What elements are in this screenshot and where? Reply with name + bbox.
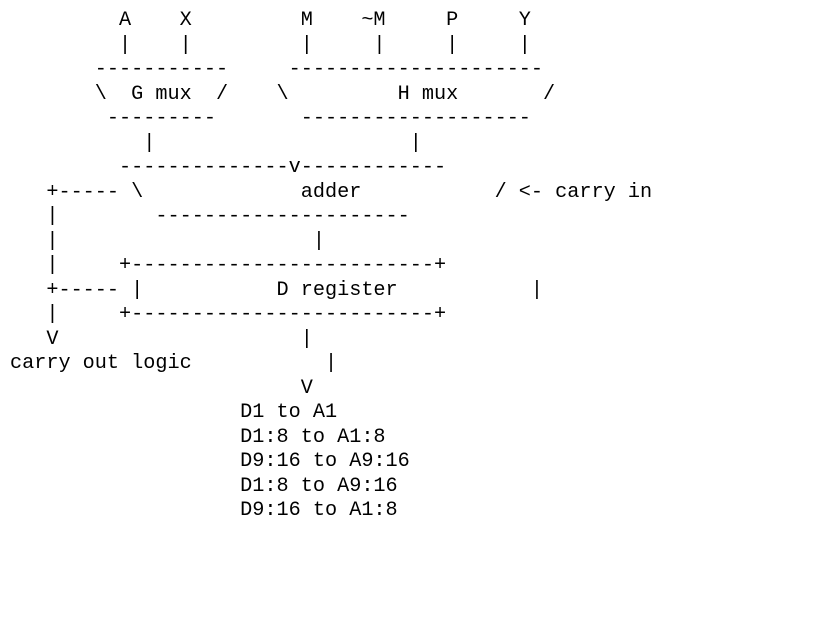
mux-bottom-edges-row: --------- ------------------- bbox=[10, 107, 531, 130]
output-option-2: D1:8 to A1:8 bbox=[10, 425, 386, 449]
mux-output-wires-row: | | bbox=[10, 131, 422, 155]
adder-label-row: +----- \ adder / <- carry in bbox=[10, 180, 653, 204]
register-bottom-edge-row: | +-------------------------+ bbox=[10, 303, 447, 326]
output-option-3: D9:16 to A9:16 bbox=[10, 450, 410, 473]
output-option-1: D1 to A1 bbox=[10, 401, 338, 424]
carry-out-label-row: carry out logic | bbox=[10, 352, 338, 375]
output-arrow-row: V bbox=[10, 376, 313, 400]
adder-bottom-edge-row: | --------------------- bbox=[10, 205, 410, 228]
mux-top-edges-row: ----------- --------------------- bbox=[10, 58, 544, 81]
output-option-4: D1:8 to A9:16 bbox=[10, 474, 398, 498]
carry-arrow-row: V | bbox=[10, 327, 313, 351]
adder-top-edge-row: --------------v------------ bbox=[10, 156, 447, 179]
output-option-5: D9:16 to A1:8 bbox=[10, 499, 398, 522]
mux-labels-row: \ G mux / \ H mux / bbox=[10, 82, 556, 106]
register-label-row: +----- | D register | bbox=[10, 278, 544, 302]
register-top-edge-row: | +-------------------------+ bbox=[10, 254, 447, 277]
adder-output-wire-row: | | bbox=[10, 229, 325, 253]
input-labels-row: A X M ~M P Y bbox=[10, 9, 531, 32]
alu-block-diagram: A X M ~M P Y | | | | | | ----------- ---… bbox=[10, 9, 652, 524]
input-wires-row: | | | | | | bbox=[10, 33, 531, 57]
